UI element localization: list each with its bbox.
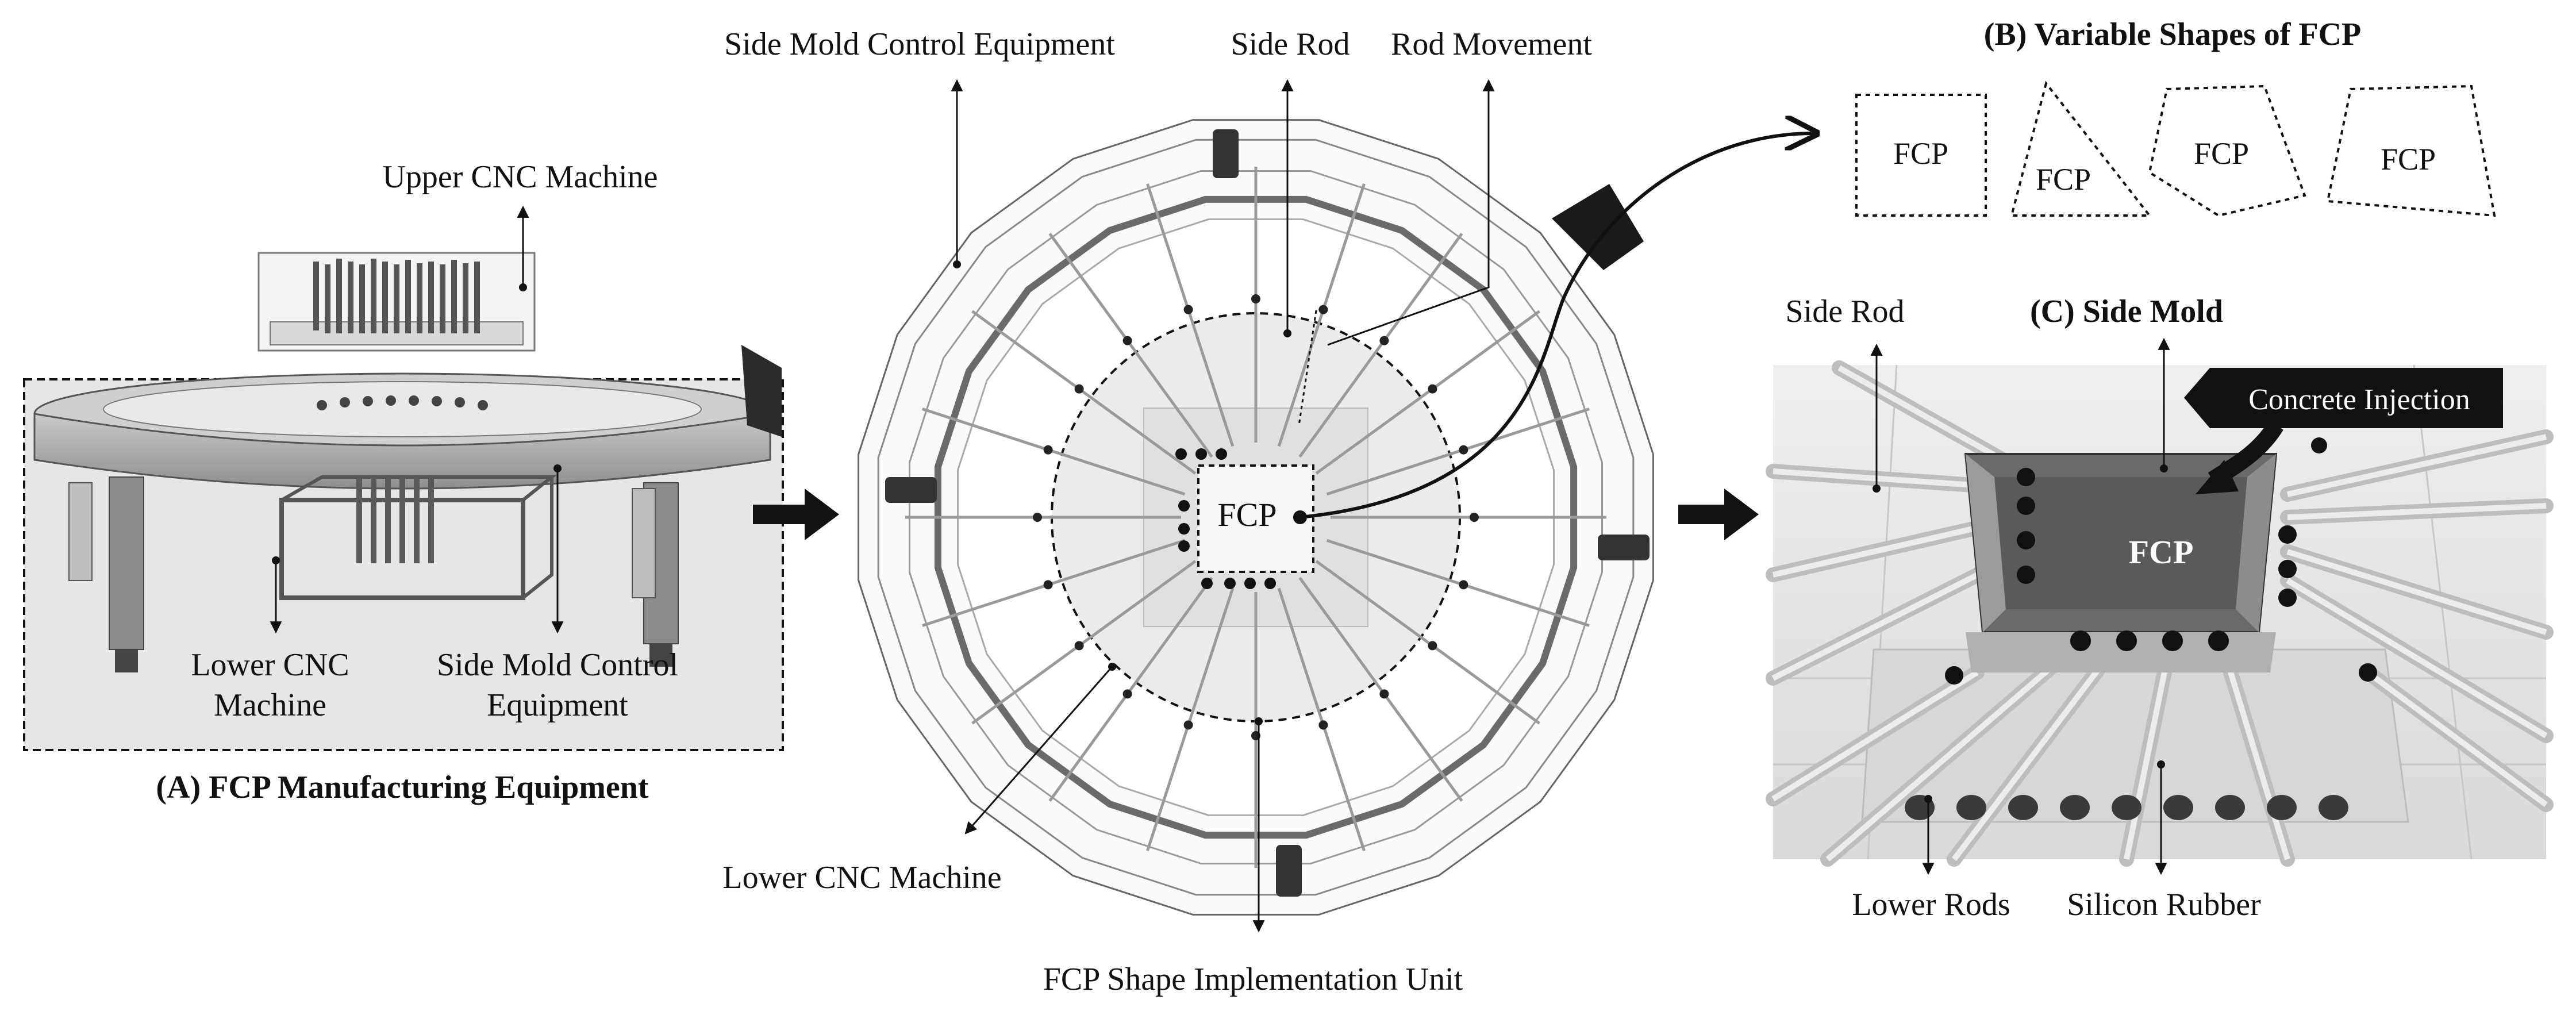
panel-c-rod-highlight [2287, 503, 2547, 520]
side-rod-line [1146, 183, 1235, 447]
flow-arrow-2 [1678, 489, 1759, 540]
side-rod-line [1298, 233, 1463, 458]
shape-quad [2326, 84, 2496, 217]
panel-c-side-rod-label: Side Rod [1786, 294, 1905, 329]
outer-ring-inner [877, 139, 1635, 896]
shape-pentagon-label: FCP [2194, 136, 2249, 171]
rod-joint [1074, 641, 1084, 651]
rod-joint [1183, 305, 1193, 314]
rod-joint [1459, 445, 1468, 455]
rod-joint [1428, 641, 1437, 651]
rod-joint [1251, 294, 1260, 303]
rod-joint [1459, 580, 1468, 590]
shape-square [1855, 94, 1987, 217]
side-rod-line [971, 560, 1197, 725]
panel-c-rod-highlight [2366, 670, 2548, 808]
side-rod-line [1326, 539, 1590, 627]
rod-joint [1043, 580, 1053, 590]
rod-joint [1122, 689, 1132, 699]
rod-joint [1318, 305, 1328, 314]
panel-c-title: (C) Side Mold [2030, 294, 2223, 329]
center-lower-cnc-label: Lower CNC Machine [722, 860, 1001, 895]
panel-c-side-mold: FCP Concrete Injection Side Rod (C) Side… [1766, 294, 2554, 922]
rod-movement-label: Rod Movement [1391, 26, 1592, 62]
side-rod-line [1146, 587, 1235, 851]
rod-joint [1183, 720, 1193, 730]
panel-b-shapes: (B) Variable Shapes of FCP FCP FCP FCP F… [1855, 17, 2496, 217]
lower-rods-label: Lower Rods [1852, 887, 2010, 922]
panel-b-title: (B) Variable Shapes of FCP [1984, 17, 2362, 52]
side-rod-line [1277, 587, 1366, 851]
shape-unit-label: FCP Shape Implementation Unit [1043, 962, 1463, 997]
side-rod-line [1298, 576, 1463, 802]
side-rod-line [922, 539, 1186, 627]
side-rod-line [1326, 408, 1590, 496]
side-rod-line [1048, 233, 1213, 458]
side-rod-line [971, 310, 1197, 475]
side-rod-line [1315, 560, 1540, 725]
side-rod-line [1048, 576, 1213, 802]
panel-c-rod-highlight [1771, 670, 1979, 802]
panel-c-fcp-label: FCP [2129, 533, 2194, 571]
side-rod-line [922, 408, 1186, 496]
rod-joint [1379, 336, 1389, 345]
shape-triangle [2010, 80, 2152, 217]
side-mold-label-line1: Side Mold Control [437, 647, 678, 683]
mid-ring-dark [934, 195, 1578, 839]
rod-joint [1470, 513, 1479, 522]
concrete-injection-label: Concrete Injection [2248, 383, 2470, 416]
rod-joint [1122, 336, 1132, 345]
panel-a-equipment: Upper CNC Machine Lower CNC Machine Side… [23, 159, 784, 805]
panel-c-rod-highlight [2286, 578, 2548, 739]
center-fcp-label: FCP [1217, 496, 1277, 533]
link-arrow-to-b [1299, 133, 1816, 519]
shape-quad-label: FCP [2381, 142, 2436, 176]
lower-cnc-label-line2: Machine [214, 687, 326, 723]
side-mold-control-label: Side Mold Control Equipment [724, 26, 1115, 62]
rod-joint [1379, 689, 1389, 699]
panel-a-title: (A) FCP Manufacturing Equipment [156, 770, 648, 805]
side-rod-line [1315, 310, 1540, 475]
panel-c-rod-highlight [2286, 434, 2547, 497]
side-rod-line [1277, 183, 1366, 447]
upper-cnc-illustration [257, 252, 536, 352]
upper-cnc-label: Upper CNC Machine [382, 159, 658, 195]
ring-table-illustration [33, 345, 782, 672]
rod-joint [1033, 513, 1042, 522]
side-rod-label: Side Rod [1231, 26, 1350, 62]
mid-ring-outer [909, 170, 1603, 864]
panel-c-rod-highlight [2286, 549, 2547, 635]
side-motors [885, 129, 1650, 897]
rod-joint [1318, 720, 1328, 730]
rod-joint [1074, 384, 1084, 394]
side-mold-label-line2: Equipment [487, 687, 628, 723]
rod-joint [1428, 384, 1437, 394]
concrete-injection-banner [2210, 368, 2503, 428]
rod-joint [1043, 445, 1053, 455]
shape-triangle-label: FCP [2036, 162, 2091, 197]
shape-pentagon [2148, 84, 2306, 217]
flow-arrow-1 [753, 489, 839, 540]
center-top-view: FCP Side Mold Control Equipment Side Rod… [722, 26, 1816, 997]
shape-square-label: FCP [1893, 136, 1948, 171]
silicon-rubber-label: Silicon Rubber [2067, 887, 2261, 922]
lower-cnc-label-line1: Lower CNC [191, 647, 349, 683]
